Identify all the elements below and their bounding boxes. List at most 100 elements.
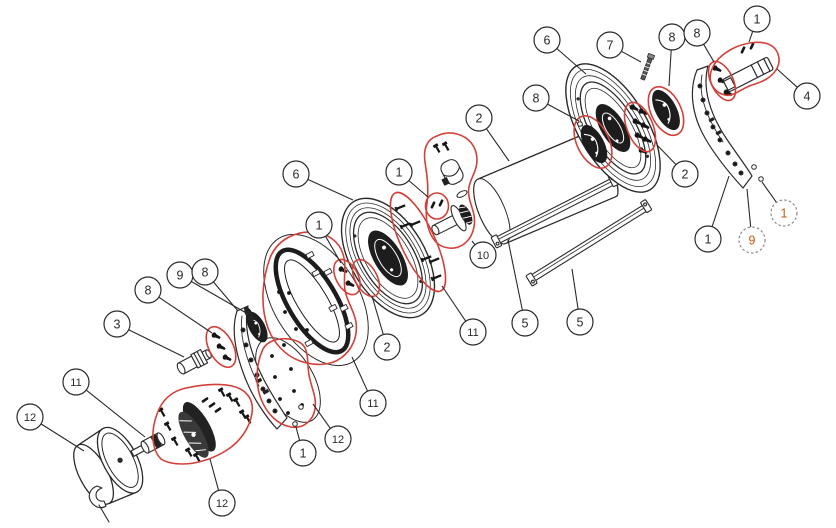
balloon-circle [459, 318, 487, 346]
callout-balloon-4[interactable]: 4 [776, 68, 821, 110]
balloon-number: 4 [804, 90, 811, 104]
callout-balloon-1[interactable]: 1 [385, 158, 429, 198]
motor-tab [88, 485, 107, 509]
callout-balloon-6[interactable]: 6 [282, 160, 354, 201]
hub-right [645, 85, 687, 135]
callout-balloon-2[interactable]: 2 [465, 104, 510, 162]
highlight-pin-pair [424, 192, 450, 220]
highlight-gear-plate [152, 383, 254, 465]
balloon-number: 8 [145, 284, 152, 298]
support-rail-upper [490, 173, 619, 249]
callout-balloon-6[interactable]: 6 [533, 26, 587, 75]
balloon-number: 6 [293, 168, 300, 182]
callout-balloon-2[interactable]: 2 [656, 144, 699, 188]
balloon-number: 1 [781, 207, 788, 221]
callout-balloon-3[interactable]: 3 [103, 310, 185, 358]
callout-balloon-5[interactable]: 5 [507, 239, 539, 337]
callout-balloon-1[interactable]: 1 [694, 175, 730, 253]
balloon-number: 8 [533, 92, 540, 106]
balloon-number: 7 [607, 39, 614, 53]
callout-balloon-12[interactable]: 12 [208, 458, 236, 517]
callout-balloon-1[interactable]: 1 [305, 211, 342, 264]
balloon-number: 11 [70, 377, 81, 389]
callout-balloon-1[interactable]: 1 [289, 426, 317, 467]
balloon-circle [683, 19, 711, 47]
leader-line [158, 296, 213, 334]
leader-line [485, 128, 510, 162]
leader-line [556, 48, 587, 75]
leader-line [191, 281, 249, 315]
balloon-number: 12 [332, 434, 344, 446]
callout-balloon-12[interactable]: 12 [312, 403, 352, 453]
leader-line [351, 356, 369, 392]
balloon-circle [62, 368, 90, 396]
balloon-circle [465, 104, 493, 132]
callout-balloon-8[interactable]: 8 [522, 84, 580, 122]
balloon-circle [469, 241, 497, 269]
callout-balloon-12[interactable]: 12 [16, 403, 85, 452]
leader-line [507, 239, 523, 311]
pin-pair-center [430, 199, 444, 209]
highlight-hub-right [647, 85, 685, 137]
highlight-layer [152, 41, 780, 465]
callout-balloon-1[interactable]: 1 [743, 5, 771, 43]
callout-balloon-1[interactable]: 1 [761, 181, 798, 227]
balloon-circle [738, 226, 766, 254]
leader-line [761, 181, 777, 203]
callout-balloon-7[interactable]: 7 [596, 31, 642, 63]
leader-line [408, 180, 429, 198]
balloon-number: 11 [467, 327, 478, 339]
callout-balloon-8[interactable]: 8 [134, 276, 213, 334]
balloon-circle [324, 425, 352, 453]
drum-cylinder [473, 131, 619, 245]
callout-balloon-11[interactable]: 11 [441, 285, 487, 346]
gear-left [241, 306, 273, 347]
highlight-drive-shaft [709, 41, 780, 97]
balloon-circle [522, 84, 550, 112]
callout-balloon-11[interactable]: 11 [62, 368, 146, 438]
balloon-number: 2 [384, 341, 391, 355]
highlight-fasteners-2 [351, 258, 381, 298]
balloon-number: 8 [694, 27, 701, 41]
main-disc-right [565, 63, 661, 193]
balloon-number: 1 [754, 13, 761, 27]
leader-line [547, 103, 580, 122]
callout-balloon-8[interactable]: 8 [658, 23, 686, 87]
callout-balloon-8[interactable]: 8 [683, 19, 715, 63]
balloon-circle [305, 211, 333, 239]
callout-balloon-9[interactable]: 9 [166, 261, 249, 315]
callout-balloon-8[interactable]: 8 [191, 258, 239, 312]
callout-balloon-10[interactable]: 10 [469, 240, 497, 269]
leader-line [441, 285, 467, 322]
balloon-number: 8 [202, 266, 209, 280]
support-rail-lower [525, 199, 653, 287]
balloon-circle [289, 439, 317, 467]
highlight-perforated-plate [256, 337, 317, 429]
callout-balloon-11[interactable]: 11 [351, 356, 387, 417]
balloon-number: 6 [544, 34, 551, 48]
balloon-circle [359, 389, 387, 417]
balloon-number: 2 [682, 168, 689, 182]
leader-line [209, 458, 220, 491]
balloon-number: 12 [24, 412, 36, 424]
leader-line [312, 403, 331, 429]
balloon-number: 3 [114, 318, 121, 332]
callout-balloon-2[interactable]: 2 [371, 295, 401, 361]
highlight-bolts-right [623, 101, 657, 153]
set-screw [640, 53, 656, 81]
balloon-number: 2 [476, 112, 483, 126]
leader-line [776, 68, 798, 88]
balloon-circle [282, 160, 310, 188]
balloon-circle [671, 160, 699, 188]
drive-motor [73, 426, 151, 523]
leader-line [711, 175, 730, 227]
main-disc-left [340, 197, 436, 319]
leader-line [307, 178, 354, 201]
balloon-number: 1 [300, 447, 307, 461]
callout-balloon-9[interactable]: 9 [738, 188, 766, 254]
balloon-circle [511, 309, 539, 337]
callout-balloon-5[interactable]: 5 [566, 268, 594, 336]
balloon-circle [373, 333, 401, 361]
balloon-number: 1 [316, 219, 323, 233]
balloon-circle [16, 403, 44, 431]
